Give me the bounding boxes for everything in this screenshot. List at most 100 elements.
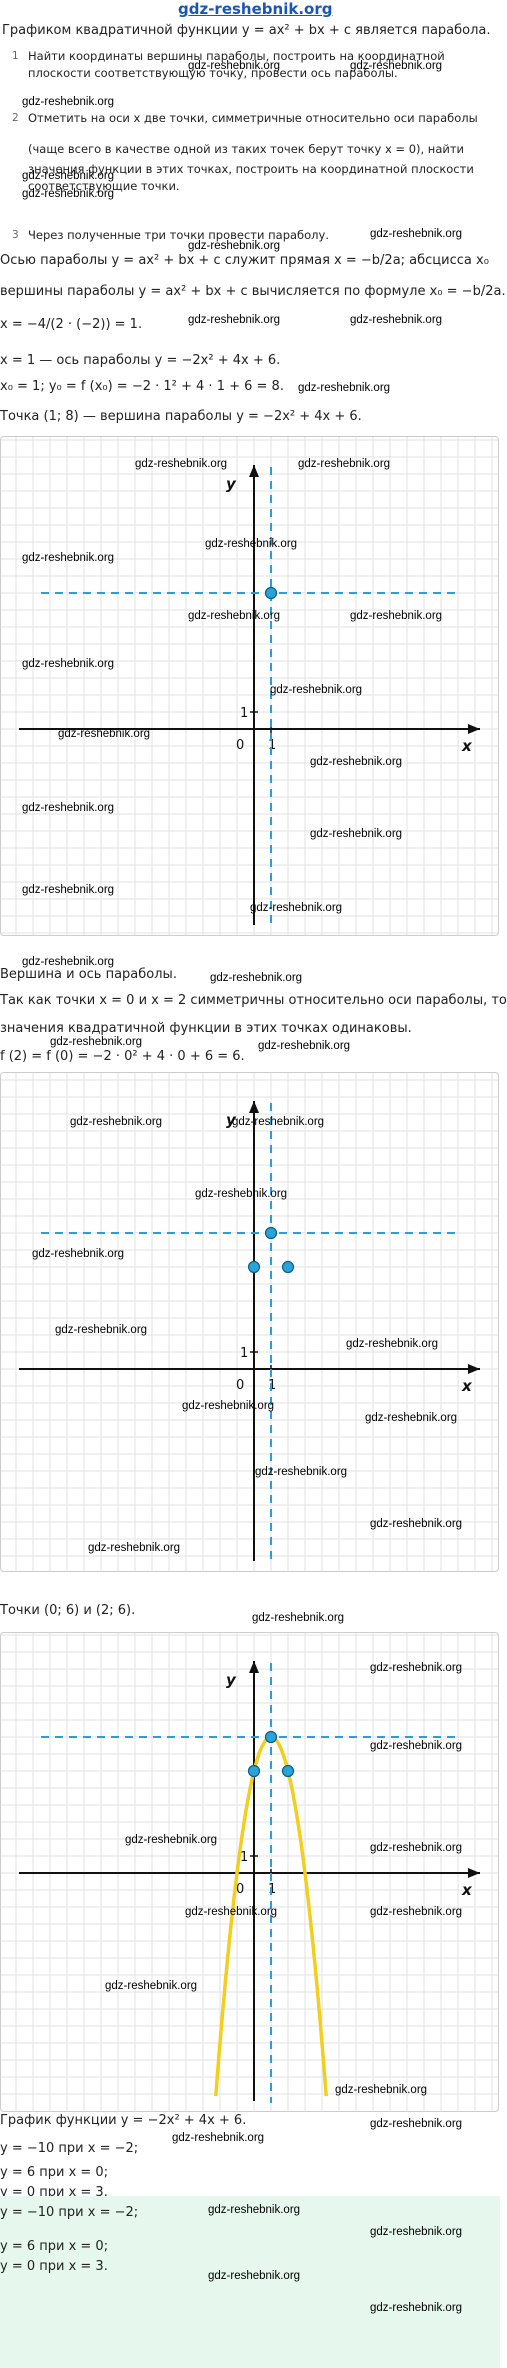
watermark: gdz-reshebnik.org <box>258 1040 351 1052</box>
watermark: gdz-reshebnik.org <box>22 956 115 968</box>
step-number: 2 <box>12 112 19 124</box>
calc-line: Осью параболы y = ax² + bx + c служит пр… <box>0 253 489 268</box>
caption-graph: График функции y = −2x² + 4x + 6. <box>0 2113 247 2128</box>
x-axis-label: x <box>461 737 473 755</box>
watermark: gdz-reshebnik.org <box>310 756 403 768</box>
watermark: gdz-reshebnik.org <box>298 458 391 470</box>
watermark: gdz-reshebnik.org <box>22 552 115 564</box>
calc-line: x₀ = 1; y₀ = f (x₀) = −2 · 1² + 4 · 1 + … <box>0 379 284 394</box>
watermark: gdz-reshebnik.org <box>105 1980 198 1992</box>
watermark: gdz-reshebnik.org <box>370 1662 463 1674</box>
watermark: gdz-reshebnik.org <box>22 188 115 200</box>
step-line: Отметить на оси x две точки, симметричны… <box>28 111 478 125</box>
watermark: gdz-reshebnik.org <box>125 1834 218 1846</box>
watermark: gdz-reshebnik.org <box>270 684 363 696</box>
x-axis-arrow <box>468 1364 480 1374</box>
origin-label: 0 <box>236 738 244 753</box>
symmetric-point <box>281 1764 295 1778</box>
step-line: Через полученные три точки провести пара… <box>28 228 329 242</box>
x-axis-arrow <box>468 1868 480 1878</box>
watermark: gdz-reshebnik.org <box>350 60 443 72</box>
intro-text: Графиком квадратичной функции y = ax² + … <box>2 23 491 38</box>
answer-line: y = 6 при x = 0; <box>0 2239 109 2254</box>
step-line: соответствующие точки. <box>28 179 180 193</box>
x-axis-label: x <box>461 1881 473 1899</box>
watermark: gdz-reshebnik.org <box>22 170 115 182</box>
caption-vertex: Вершина и ось параболы. <box>0 967 177 982</box>
step-line: значения функции в этих точках, построит… <box>28 162 474 176</box>
y-unit-label: 1 <box>240 706 248 721</box>
watermark: gdz-reshebnik.org <box>182 1400 275 1412</box>
y-axis-label: y <box>226 1671 237 1689</box>
symmetric-point <box>247 1764 261 1778</box>
watermark: gdz-reshebnik.org <box>185 1906 278 1918</box>
watermark: gdz-reshebnik.org <box>172 2132 265 2144</box>
watermark: gdz-reshebnik.org <box>58 728 151 740</box>
watermark: gdz-reshebnik.org <box>205 538 298 550</box>
watermark: gdz-reshebnik.org <box>298 382 391 394</box>
step-line: плоскости соответствующую точку, провест… <box>28 66 398 80</box>
caption-points: Точки (0; 6) и (2; 6). <box>0 1603 136 1618</box>
x-axis-label: x <box>461 1377 473 1395</box>
formula-line: f (2) = f (0) = −2 · 0² + 4 · 0 + 6 = 6. <box>0 1049 245 1064</box>
x-unit-label: 1 <box>268 1882 276 1897</box>
watermark: gdz-reshebnik.org <box>135 458 228 470</box>
watermark: gdz-reshebnik.org <box>188 314 281 326</box>
watermark: gdz-reshebnik.org <box>210 972 303 984</box>
watermark: gdz-reshebnik.org <box>208 2204 301 2216</box>
watermark: gdz-reshebnik.org <box>370 1740 463 1752</box>
answer-line: y = −10 при x = −2; <box>0 2205 139 2220</box>
watermark: gdz-reshebnik.org <box>350 314 443 326</box>
calc-line: x = −4/(2 · (−2)) = 1. <box>0 317 143 332</box>
watermark: gdz-reshebnik.org <box>370 2226 463 2238</box>
y-axis-arrow <box>249 1661 259 1673</box>
x-unit-label: 1 <box>268 738 276 753</box>
graph-3-svg: x y 0 1 1 <box>1 1633 498 2111</box>
text-line: Так как точки x = 0 и x = 2 симметричны … <box>0 993 507 1008</box>
symmetric-point <box>281 1260 295 1274</box>
y-axis-arrow <box>249 1101 259 1113</box>
watermark: gdz-reshebnik.org <box>22 658 115 670</box>
answer-box: y = −10 при x = −2; y = 6 при x = 0; y =… <box>0 2196 500 2368</box>
watermark: gdz-reshebnik.org <box>370 1518 463 1530</box>
watermark: gdz-reshebnik.org <box>370 1842 463 1854</box>
y-unit-label: 1 <box>240 1346 248 1361</box>
y-axis-label: y <box>226 475 237 493</box>
graph-vertex-axis: x y 0 1 1 <box>0 436 499 936</box>
vertex-point <box>264 586 278 600</box>
watermark: gdz-reshebnik.org <box>232 1116 325 1128</box>
watermark: gdz-reshebnik.org <box>188 610 281 622</box>
origin-label: 0 <box>236 1882 244 1897</box>
watermark: gdz-reshebnik.org <box>50 1036 143 1048</box>
watermark: gdz-reshebnik.org <box>188 240 281 252</box>
vertex-point <box>264 1730 278 1744</box>
watermark: gdz-reshebnik.org <box>370 228 463 240</box>
text-line: значения квадратичной функции в этих точ… <box>0 1021 412 1036</box>
calc-line: Точка (1; 8) — вершина параболы y = −2x²… <box>0 409 362 424</box>
watermark: gdz-reshebnik.org <box>88 1542 181 1554</box>
site-link[interactable]: gdz-reshebnik.org <box>178 0 333 18</box>
graph-1-svg: x y 0 1 1 <box>1 437 498 935</box>
result-line: y = −10 при x = −2; <box>0 2141 139 2156</box>
watermark: gdz-reshebnik.org <box>22 802 115 814</box>
watermark: gdz-reshebnik.org <box>370 2118 463 2130</box>
watermark: gdz-reshebnik.org <box>195 1188 288 1200</box>
y-unit-label: 1 <box>240 1850 248 1865</box>
calc-line: x = 1 — ось параболы y = −2x² + 4x + 6. <box>0 353 281 368</box>
watermark: gdz-reshebnik.org <box>22 96 115 108</box>
watermark: gdz-reshebnik.org <box>252 1612 345 1624</box>
watermark: gdz-reshebnik.org <box>370 2302 463 2314</box>
step-line: (чаще всего в качестве одной из таких то… <box>28 142 465 156</box>
vertex-point <box>264 1226 278 1240</box>
watermark: gdz-reshebnik.org <box>55 1324 148 1336</box>
watermark: gdz-reshebnik.org <box>255 1466 348 1478</box>
watermark: gdz-reshebnik.org <box>365 1412 458 1424</box>
watermark: gdz-reshebnik.org <box>335 2084 428 2096</box>
y-axis-label: y <box>226 1111 237 1129</box>
watermark: gdz-reshebnik.org <box>346 1338 439 1350</box>
x-axis-arrow <box>468 724 480 734</box>
watermark: gdz-reshebnik.org <box>70 1116 163 1128</box>
step-number: 3 <box>12 229 19 241</box>
